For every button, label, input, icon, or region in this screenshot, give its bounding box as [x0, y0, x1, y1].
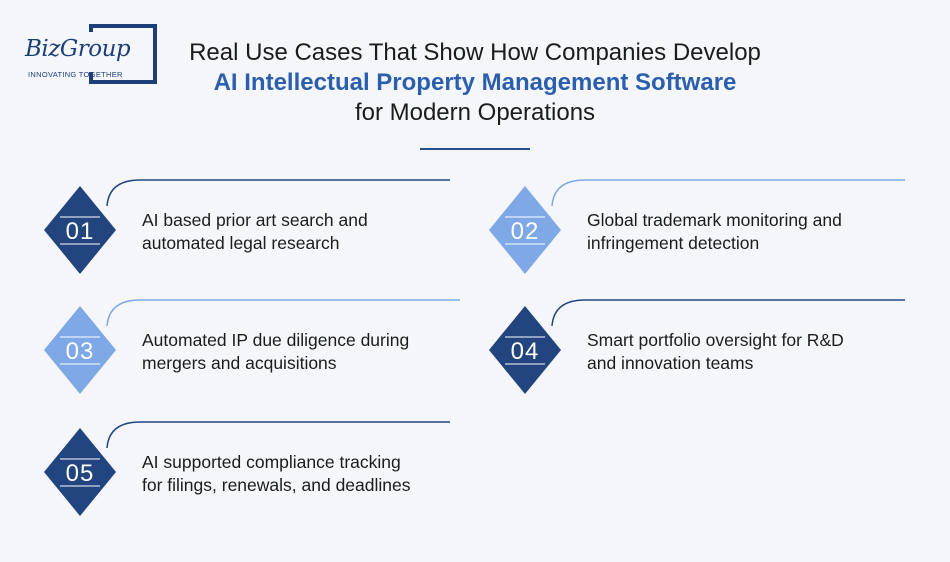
- use-case-item-01: 01 AI based prior art search and automat…: [40, 178, 460, 278]
- use-case-item-05: 05 AI supported compliance tracking for …: [40, 420, 460, 520]
- use-case-item-03: 03 Automated IP due diligence during mer…: [40, 298, 460, 398]
- diamond-badge-icon: [44, 179, 450, 274]
- diamond-badge-icon: [489, 179, 905, 274]
- item-number: 03: [65, 338, 95, 365]
- logo-tagline: INNOVATING TOGETHER: [28, 70, 123, 79]
- item-text-line-2: for filings, renewals, and deadlines: [142, 475, 411, 495]
- item-text-line-2: infringement detection: [587, 233, 760, 253]
- item-number: 04: [510, 338, 540, 365]
- item-text-line-2: automated legal research: [142, 233, 340, 253]
- item-text-line-1: Global trademark monitoring and: [587, 210, 842, 230]
- diamond-badge-icon: [489, 299, 905, 394]
- title-line-3: for Modern Operations: [354, 99, 596, 126]
- logo-frame-icon: [82, 24, 157, 84]
- item-text-line-1: Automated IP due diligence during: [142, 330, 410, 350]
- page-title: Real Use Cases That Show How Companies D…: [0, 38, 950, 128]
- item-number: 01: [65, 218, 95, 245]
- use-case-item-04: 04 Smart portfolio oversight for R&D and…: [485, 298, 905, 398]
- bizgroup-logo: BizGroup INNOVATING TOGETHER: [22, 24, 157, 84]
- item-number: 05: [65, 460, 95, 487]
- title-line-1: Real Use Cases That Show How Companies D…: [189, 39, 761, 66]
- item-text-line-1: AI based prior art search and: [142, 210, 368, 230]
- item-text-line-1: Smart portfolio oversight for R&D: [587, 330, 844, 350]
- logo-name: BizGroup: [25, 36, 131, 62]
- item-text-line-1: AI supported compliance tracking: [142, 452, 401, 472]
- diamond-badge-icon: [44, 299, 460, 394]
- title-line-2: AI Intellectual Property Management Soft…: [213, 69, 737, 96]
- diamond-badge-icon: [44, 421, 450, 516]
- use-case-item-02: 02 Global trademark monitoring and infri…: [485, 178, 905, 278]
- item-text-line-2: mergers and acquisitions: [142, 353, 337, 373]
- item-text-line-2: and innovation teams: [587, 353, 754, 373]
- title-underline: [420, 148, 530, 150]
- item-number: 02: [510, 218, 540, 245]
